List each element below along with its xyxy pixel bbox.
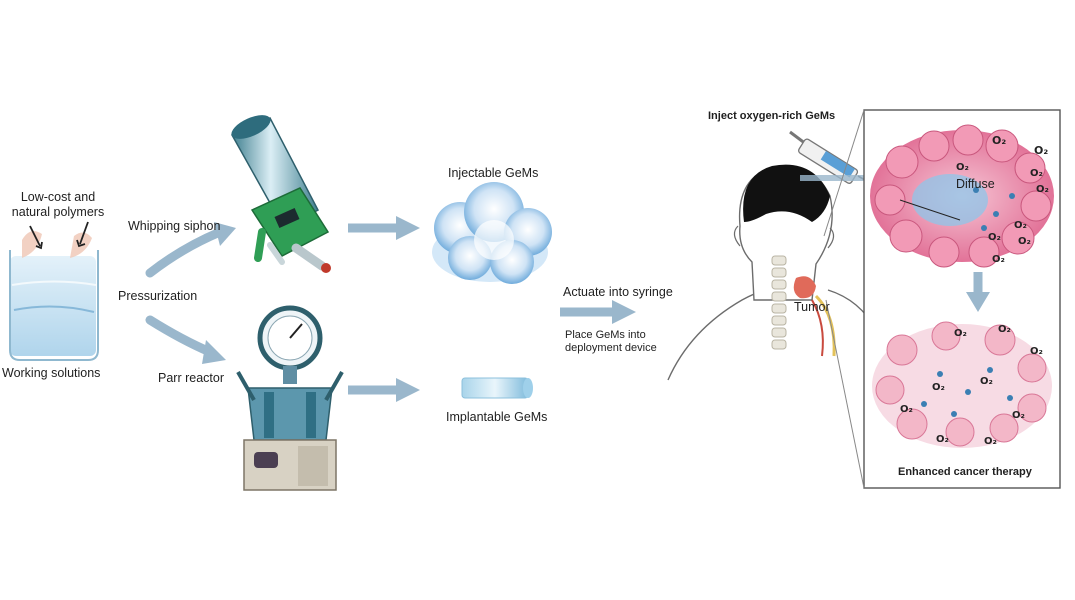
working-solutions-label: Working solutions <box>2 366 101 380</box>
whipping-siphon-icon <box>230 115 331 273</box>
svg-text:O₂: O₂ <box>900 404 913 415</box>
tumor-label: Tumor <box>794 300 830 314</box>
o2-labels-top: O₂ O₂ O₂ O₂ O₂ O₂ O₂ O₂ O₂ <box>956 134 1049 265</box>
svg-text:O₂: O₂ <box>998 324 1011 335</box>
polymers-label-line2: natural polymers <box>11 205 105 219</box>
svg-text:O₂: O₂ <box>1014 220 1027 231</box>
pour-arrow-left <box>29 225 41 247</box>
svg-text:O₂: O₂ <box>1036 184 1049 195</box>
svg-text:O₂: O₂ <box>1030 168 1043 179</box>
implantable-gems-cylinder <box>461 377 533 399</box>
svg-text:O₂: O₂ <box>984 436 997 447</box>
pressurization-label: Pressurization <box>118 289 198 303</box>
parr-reactor-icon <box>236 305 344 491</box>
beaker-icon <box>9 221 99 361</box>
implantable-gems-label: Implantable GeMs <box>446 410 548 424</box>
o2-labels-bottom: O₂ O₂ O₂ O₂ O₂ O₂ O₂ O₂ O₂ <box>900 324 1043 447</box>
svg-text:O₂: O₂ <box>1012 410 1025 421</box>
tumor-icon <box>793 276 816 299</box>
inject-oxygen-label: Inject oxygen-rich GeMs <box>708 110 836 122</box>
place-gems-label: Place GeMs into deployment device <box>565 329 657 355</box>
tumor-before-icon <box>870 124 1054 268</box>
diffuse-label: Diffuse <box>956 177 995 191</box>
zoom-line-bottom <box>825 299 865 489</box>
arrow-to-siphon <box>145 227 225 278</box>
injectable-gems-foam <box>432 182 552 284</box>
pour-arrow-right <box>79 221 89 245</box>
svg-text:O₂: O₂ <box>954 328 967 339</box>
svg-text:O₂: O₂ <box>980 376 993 387</box>
svg-text:O₂: O₂ <box>1034 144 1048 157</box>
injectable-gems-label: Injectable GeMs <box>448 166 539 180</box>
parr-reactor-label: Parr reactor <box>158 371 224 385</box>
svg-text:O₂: O₂ <box>992 134 1006 147</box>
polymers-label-line1: Low-cost and <box>20 190 96 204</box>
svg-text:O₂: O₂ <box>956 162 969 173</box>
svg-text:O₂: O₂ <box>936 434 949 445</box>
svg-text:O₂: O₂ <box>1018 236 1031 247</box>
polymers-label: Low-cost and natural polymers <box>4 190 112 220</box>
svg-text:O₂: O₂ <box>988 232 1001 243</box>
spine-icon <box>771 255 787 350</box>
patient-head-icon <box>667 164 877 381</box>
zoom-line-top <box>823 109 865 237</box>
svg-text:O₂: O₂ <box>992 254 1005 265</box>
arrow-to-reactor <box>145 315 215 357</box>
enhanced-therapy-label: Enhanced cancer therapy <box>898 466 1032 478</box>
place-gems-label-line2: deployment device <box>565 342 657 354</box>
actuate-syringe-label: Actuate into syringe <box>563 285 673 299</box>
place-gems-label-line1: Place GeMs into <box>565 329 646 341</box>
svg-text:O₂: O₂ <box>1030 346 1043 357</box>
tumor-after-icon <box>872 321 1052 448</box>
whipping-siphon-label: Whipping siphon <box>128 219 221 233</box>
svg-text:O₂: O₂ <box>932 382 945 393</box>
